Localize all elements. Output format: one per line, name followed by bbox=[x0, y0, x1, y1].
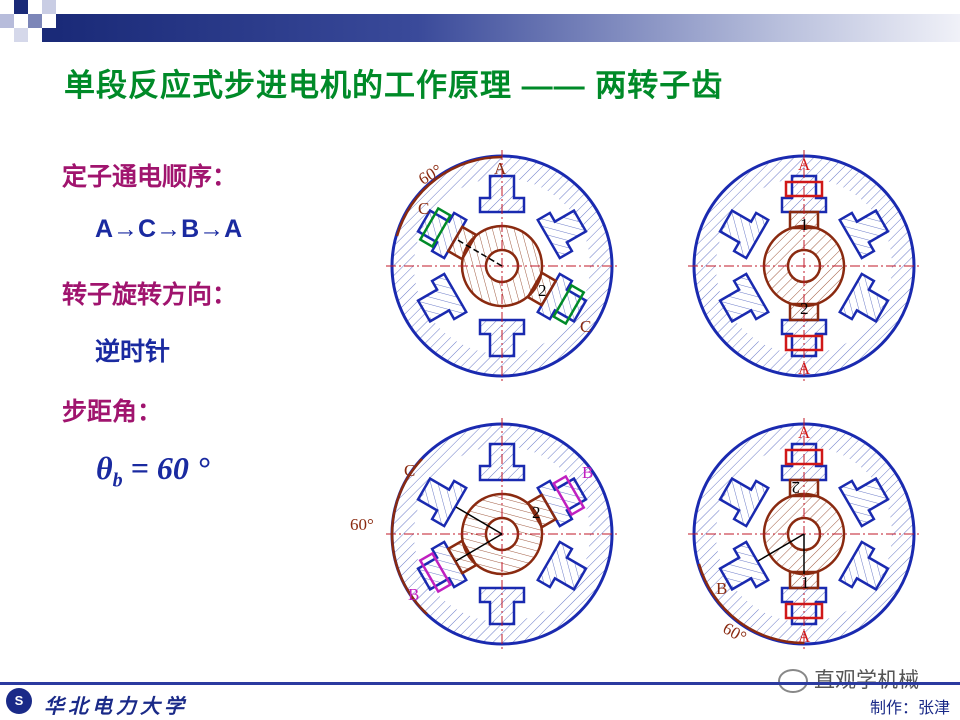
label-c-bottom: C bbox=[580, 317, 591, 336]
step-angle-formula: θb = 60 ° bbox=[96, 450, 210, 492]
corner-square bbox=[42, 0, 56, 14]
footer-divider bbox=[0, 682, 960, 685]
corner-square bbox=[14, 28, 28, 42]
formula-subscript: b bbox=[112, 469, 123, 492]
label-c: C bbox=[404, 461, 415, 480]
rotor-tooth-label-2: 2 bbox=[800, 299, 809, 318]
label-b-bottom: B bbox=[408, 585, 419, 604]
label-a: A bbox=[494, 159, 507, 178]
sequence-heading: 定子通电顺序： bbox=[62, 163, 238, 191]
rotor-tooth-label-1: 1 bbox=[800, 215, 809, 234]
wechat-icon bbox=[778, 669, 808, 694]
formula-theta: θ bbox=[96, 450, 113, 486]
corner-square bbox=[0, 14, 14, 28]
watermark-text: 直观学机械 bbox=[814, 669, 919, 692]
rotor-tooth-label: 2 bbox=[532, 503, 541, 522]
angle-arc bbox=[395, 155, 503, 237]
axis-lines bbox=[688, 150, 920, 382]
rotor-tooth-label: 2 bbox=[538, 281, 547, 300]
rotor-tooth-label-2: 2 bbox=[792, 478, 801, 497]
label-b-top: B bbox=[582, 463, 593, 482]
corner-square bbox=[14, 0, 28, 14]
rotation-heading: 转子旋转方向： bbox=[62, 281, 238, 309]
rotor-axis-prev bbox=[455, 506, 503, 535]
motor-diagram-2: A A 1 2 bbox=[688, 150, 920, 382]
motor-diagram-4: 60° A A B 2 1 bbox=[688, 418, 920, 650]
angle-arc bbox=[697, 563, 805, 645]
sequence-value: A→C→B→A bbox=[95, 215, 243, 243]
coils bbox=[418, 206, 586, 326]
motor-diagram-1: 60° A C C 2 bbox=[386, 150, 618, 382]
label-a-top: A bbox=[798, 155, 811, 174]
label-b: B bbox=[716, 579, 727, 598]
rotation-value: 逆时针 bbox=[95, 338, 171, 366]
formula-value: = 60 ° bbox=[122, 450, 210, 486]
angle-arc bbox=[390, 458, 428, 615]
footer-school: 华北电力大学 bbox=[44, 696, 188, 718]
label-c-top: C bbox=[418, 199, 429, 218]
label-a-bottom: A bbox=[798, 359, 811, 378]
corner-square bbox=[42, 28, 56, 42]
label-a-bottom: A bbox=[798, 627, 811, 646]
label-a-top: A bbox=[798, 423, 811, 442]
watermark: 直观学机械 bbox=[778, 664, 919, 694]
rotor-axis bbox=[455, 533, 503, 562]
rotor-axis-prev bbox=[757, 533, 805, 562]
corner-square bbox=[28, 14, 42, 28]
coils bbox=[418, 474, 586, 594]
step-angle-heading: 步距角： bbox=[62, 398, 163, 426]
slide-title: 单段反应式步进电机的工作原理 —— 两转子齿 bbox=[64, 68, 724, 103]
header-bar bbox=[56, 14, 960, 42]
school-logo-icon: S bbox=[6, 688, 32, 714]
label-60: 60° bbox=[350, 515, 374, 534]
footer-credit: 制作：张津 bbox=[869, 700, 950, 717]
motor-diagram-3: 60° C B B 2 bbox=[350, 418, 618, 650]
rotor-tooth-label-1: 1 bbox=[801, 573, 810, 592]
